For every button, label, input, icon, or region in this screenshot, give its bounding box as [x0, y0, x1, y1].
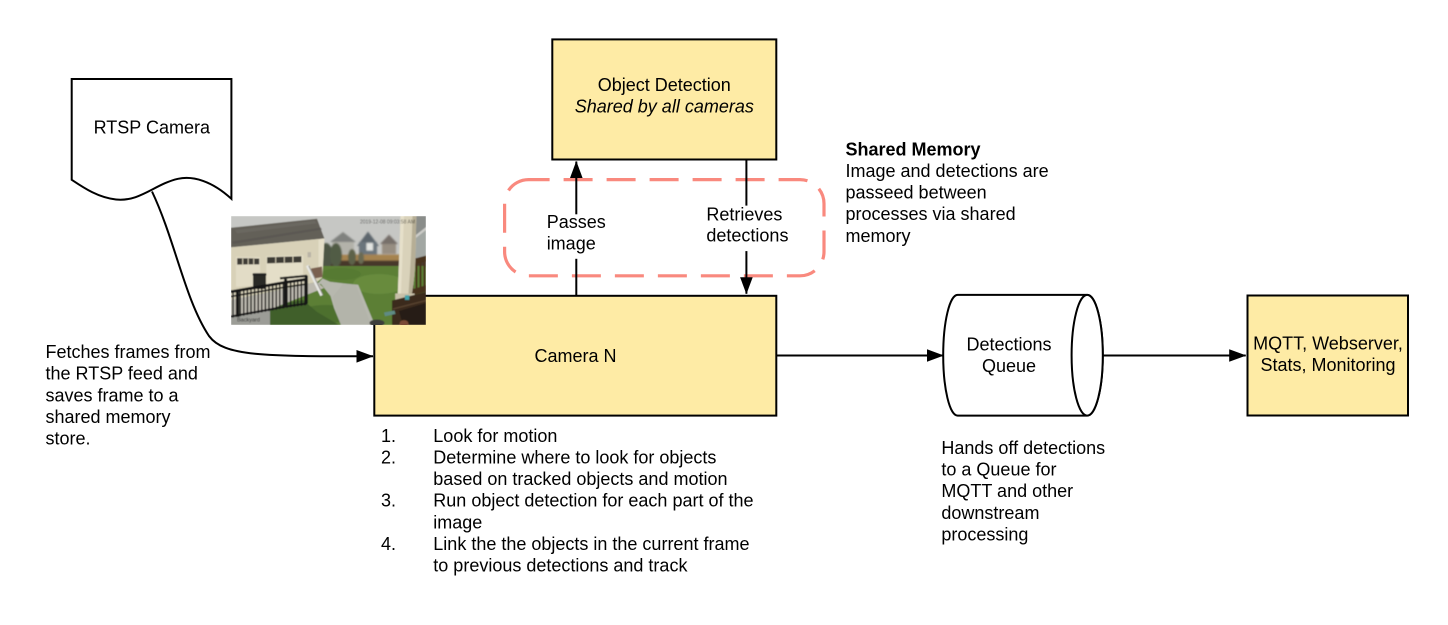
svg-text:Fetches frames from: Fetches frames from	[46, 342, 211, 362]
svg-text:3.: 3.	[381, 491, 396, 511]
svg-text:Stats, Monitoring: Stats, Monitoring	[1260, 355, 1395, 375]
svg-text:Determine where to look for ob: Determine where to look for objects	[433, 448, 716, 468]
svg-text:to previous detections and tra: to previous detections and track	[433, 556, 688, 576]
svg-text:Image and detections are: Image and detections are	[846, 161, 1049, 181]
svg-text:the RTSP feed and: the RTSP feed and	[46, 364, 198, 384]
svg-text:to a Queue for: to a Queue for	[941, 460, 1056, 480]
svg-text:Look for motion: Look for motion	[433, 426, 557, 446]
svg-text:MQTT and other: MQTT and other	[941, 481, 1073, 501]
svg-text:4.: 4.	[381, 534, 396, 554]
svg-text:Detections: Detections	[966, 335, 1051, 355]
svg-text:1.: 1.	[381, 426, 396, 446]
svg-text:Run object detection for each: Run object detection for each part of th…	[433, 491, 753, 511]
svg-text:detections: detections	[706, 226, 788, 246]
svg-text:downstream: downstream	[941, 503, 1039, 523]
svg-text:based on tracked objects and m: based on tracked objects and motion	[433, 469, 727, 489]
svg-text:image: image	[547, 234, 596, 254]
svg-text:2019-12-08 09:03:58 AM: 2019-12-08 09:03:58 AM	[360, 220, 415, 226]
svg-text:Passes: Passes	[547, 212, 606, 232]
svg-text:MQTT, Webserver,: MQTT, Webserver,	[1253, 334, 1403, 354]
svg-text:2.: 2.	[381, 448, 396, 468]
svg-text:processing: processing	[941, 524, 1028, 544]
svg-text:Queue: Queue	[982, 356, 1036, 376]
svg-text:Shared Memory: Shared Memory	[846, 139, 981, 159]
svg-text:Retrieves: Retrieves	[706, 204, 782, 224]
svg-text:Shared by all cameras: Shared by all cameras	[575, 97, 754, 117]
svg-text:RTSP Camera: RTSP Camera	[94, 118, 211, 138]
svg-text:Object Detection: Object Detection	[598, 75, 731, 95]
svg-text:image: image	[433, 512, 482, 532]
svg-text:store.: store.	[46, 429, 91, 449]
svg-text:Camera N: Camera N	[534, 346, 616, 366]
svg-text:Hands off detections: Hands off detections	[941, 438, 1105, 458]
svg-text:memory: memory	[846, 226, 911, 246]
svg-text:processes via shared: processes via shared	[846, 204, 1016, 224]
svg-text:Link the the objects in the cu: Link the the objects in the current fram…	[433, 534, 749, 554]
svg-text:saves frame to a: saves frame to a	[46, 385, 180, 405]
svg-text:Backyard: Backyard	[237, 318, 260, 324]
svg-text:shared memory: shared memory	[46, 407, 171, 427]
svg-text:passeed between: passeed between	[846, 183, 987, 203]
